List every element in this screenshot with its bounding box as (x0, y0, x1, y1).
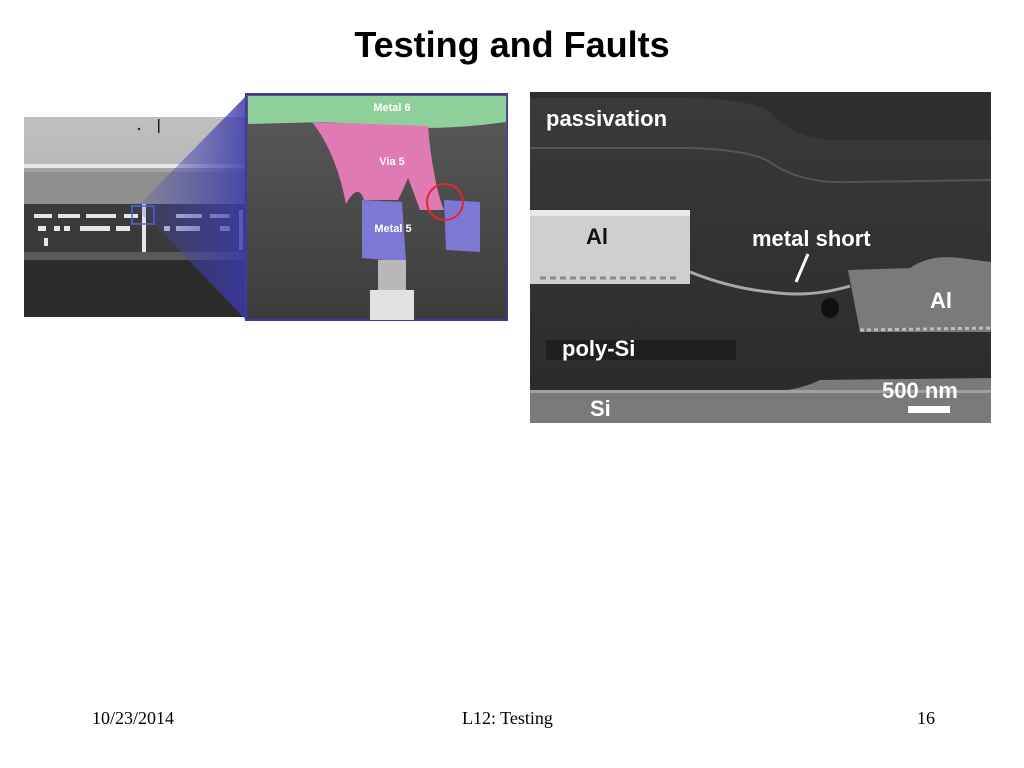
short-line (689, 270, 851, 296)
footer-date: 10/23/2014 (92, 708, 175, 728)
label-metal-6: Metal 6 (373, 102, 410, 114)
al-left-block (530, 212, 690, 284)
footer-page-number: 16 (917, 708, 935, 728)
label-metal-short: metal short (752, 226, 871, 251)
slide-title: Testing and Faults (354, 24, 670, 65)
label-al-left: Al (586, 224, 608, 249)
via-defect-svg: Metal 6 Via 5 Metal 5 (24, 93, 508, 321)
scale-bar (908, 406, 950, 413)
label-passivation: passivation (546, 106, 667, 131)
label-poly-si: poly-Si (562, 336, 635, 361)
metal-short-pointer (794, 253, 810, 283)
via-defect-micrograph: Metal 6 Via 5 Metal 5 (24, 92, 508, 322)
scale-bar-label: 500 nm (882, 378, 958, 403)
label-al-right: Al (930, 288, 952, 313)
metal-short-svg: passivation Al metal short Al poly-Si Si… (530, 92, 991, 423)
label-metal-5: Metal 5 (374, 223, 411, 235)
metal-short-micrograph: passivation Al metal short Al poly-Si Si… (530, 92, 991, 423)
footer-course: L12: Testing (462, 708, 553, 728)
defect-circle (426, 183, 464, 221)
zoom-fan (134, 96, 246, 320)
al-right-block (848, 257, 991, 332)
label-si: Si (590, 396, 611, 421)
label-via-5: Via 5 (379, 156, 405, 168)
zoom-inset: Metal 6 Via 5 Metal 5 (245, 93, 508, 321)
